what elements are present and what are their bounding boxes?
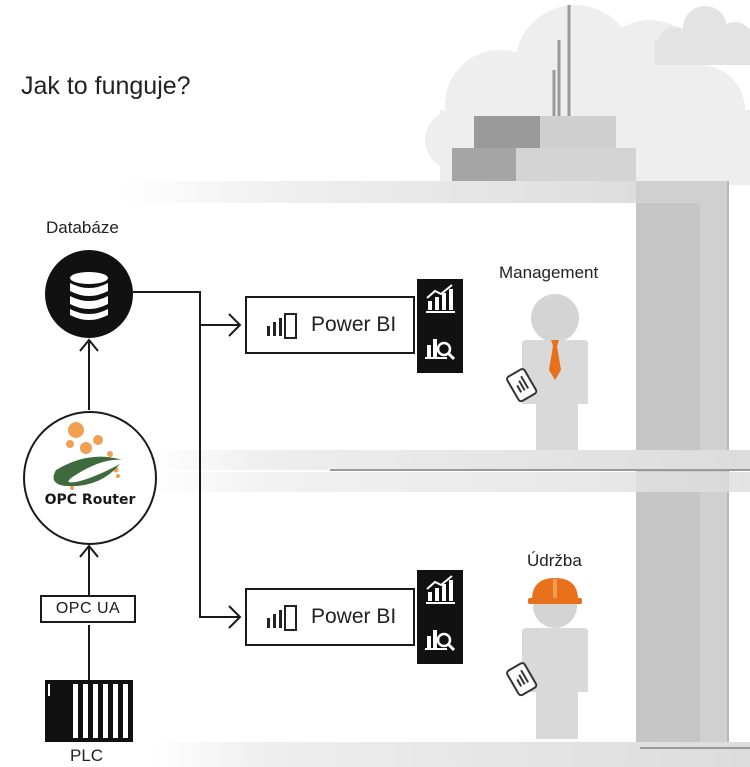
- tablet-icon: [506, 662, 538, 697]
- hardhat-icon: [528, 578, 582, 604]
- person-body: [522, 340, 588, 450]
- page-title: Jak to funguje?: [21, 72, 191, 100]
- management-label: Management: [499, 263, 599, 282]
- rooftop: [452, 116, 636, 181]
- person-body: [522, 628, 588, 739]
- person-maintenance: [506, 578, 588, 739]
- opc-router-logo: [23, 411, 157, 545]
- bar-chart-icon: [426, 284, 455, 313]
- bar-chart-icon: [426, 575, 455, 604]
- person-management: [506, 294, 588, 450]
- opc-ua-box: OPC UA: [40, 595, 136, 623]
- plc-icon: [45, 680, 133, 742]
- report-panel-maintenance: [417, 570, 463, 664]
- report-panel-management: [417, 279, 463, 373]
- report-search-icon: [425, 339, 456, 361]
- plc-label: PLC: [70, 746, 104, 765]
- ground-slab: [150, 742, 750, 767]
- powerbi-icon: [267, 605, 297, 631]
- database-label: Databáze: [46, 218, 119, 237]
- report-search-icon: [425, 630, 456, 652]
- roof-slab: [120, 181, 728, 203]
- maintenance-label: Údržba: [527, 551, 582, 570]
- opc-router-text: OPC Router: [44, 492, 136, 508]
- powerbi-box-maintenance: Power BI: [245, 588, 415, 646]
- database-icon: [45, 250, 133, 338]
- powerbi-label: Power BI: [311, 313, 397, 336]
- tie-icon: [549, 340, 561, 380]
- small-cloud-icon: [655, 6, 750, 65]
- person-head: [531, 294, 579, 342]
- floor-slab: [150, 450, 750, 470]
- tablet-icon: [506, 368, 538, 403]
- powerbi-icon: [267, 313, 297, 339]
- powerbi-box-management: Power BI: [245, 296, 415, 354]
- antenna: [552, 5, 571, 118]
- powerbi-label: Power BI: [311, 605, 397, 628]
